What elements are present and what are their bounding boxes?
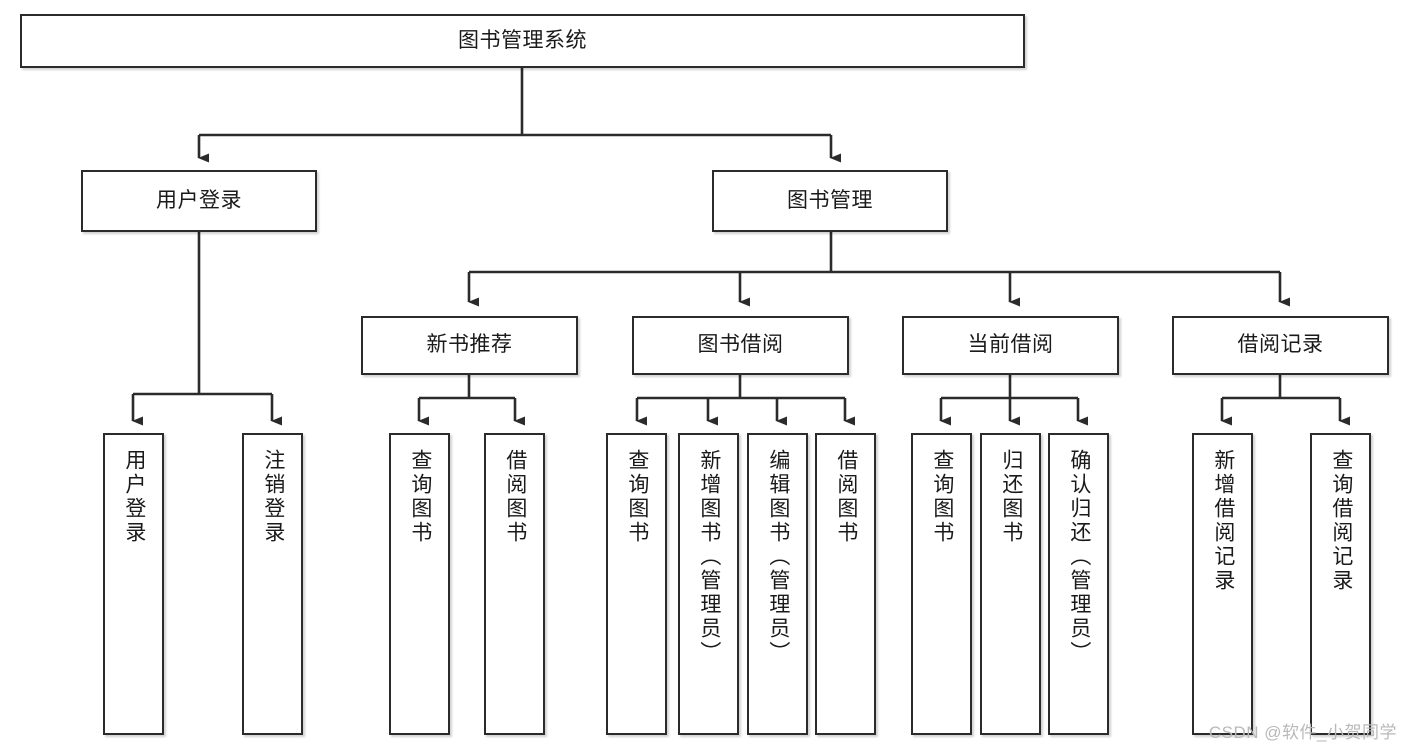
node-borrow-record-label: 借阅记录 bbox=[1237, 333, 1324, 357]
leaf-confirm-return-label: 确认归还（管理员） bbox=[1067, 449, 1091, 665]
leaf-borrow-book-1[interactable]: 借阅图书 bbox=[484, 433, 545, 735]
leaf-query-book-3[interactable]: 查询图书 bbox=[911, 433, 972, 735]
node-book-manage-label: 图书管理 bbox=[787, 188, 873, 212]
leaf-query-book-1-label: 查询图书 bbox=[408, 449, 432, 545]
leaf-borrow-book-2[interactable]: 借阅图书 bbox=[815, 433, 876, 735]
leaf-confirm-return[interactable]: 确认归还（管理员） bbox=[1048, 433, 1109, 735]
leaf-add-record-label: 新增借阅记录 bbox=[1211, 449, 1235, 593]
node-borrow-record[interactable]: 借阅记录 bbox=[1172, 316, 1389, 375]
leaf-add-book[interactable]: 新增图书（管理员） bbox=[678, 433, 739, 735]
node-root-label: 图书管理系统 bbox=[458, 28, 587, 52]
leaf-logout-login-label: 注销登录 bbox=[261, 449, 285, 545]
node-book-borrow[interactable]: 图书借阅 bbox=[632, 316, 849, 375]
node-new-book-recommend-label: 新书推荐 bbox=[426, 333, 513, 357]
node-user-login[interactable]: 用户登录 bbox=[81, 170, 317, 232]
leaf-query-record[interactable]: 查询借阅记录 bbox=[1310, 433, 1371, 735]
leaf-borrow-book-2-label: 借阅图书 bbox=[834, 449, 858, 545]
leaf-query-record-label: 查询借阅记录 bbox=[1329, 449, 1353, 593]
leaf-user-login[interactable]: 用户登录 bbox=[103, 433, 164, 735]
leaf-logout-login[interactable]: 注销登录 bbox=[242, 433, 303, 735]
leaf-edit-book[interactable]: 编辑图书（管理员） bbox=[747, 433, 808, 735]
node-user-login-label: 用户登录 bbox=[156, 188, 242, 212]
node-current-borrow[interactable]: 当前借阅 bbox=[902, 316, 1119, 375]
node-root[interactable]: 图书管理系统 bbox=[20, 14, 1025, 68]
leaf-query-book-2-label: 查询图书 bbox=[625, 449, 649, 545]
leaf-return-book-label: 归还图书 bbox=[999, 449, 1023, 545]
leaf-return-book[interactable]: 归还图书 bbox=[980, 433, 1041, 735]
leaf-query-book-2[interactable]: 查询图书 bbox=[606, 433, 667, 735]
leaf-user-login-label: 用户登录 bbox=[122, 449, 146, 545]
leaf-edit-book-label: 编辑图书（管理员） bbox=[766, 449, 790, 665]
node-current-borrow-label: 当前借阅 bbox=[967, 333, 1054, 357]
node-book-borrow-label: 图书借阅 bbox=[697, 333, 784, 357]
node-book-manage[interactable]: 图书管理 bbox=[712, 170, 948, 232]
leaf-borrow-book-1-label: 借阅图书 bbox=[503, 449, 527, 545]
leaf-add-book-label: 新增图书（管理员） bbox=[697, 449, 721, 665]
node-new-book-recommend[interactable]: 新书推荐 bbox=[361, 316, 578, 375]
leaf-query-book-3-label: 查询图书 bbox=[930, 449, 954, 545]
leaf-query-book-1[interactable]: 查询图书 bbox=[389, 433, 450, 735]
leaf-add-record[interactable]: 新增借阅记录 bbox=[1192, 433, 1253, 735]
